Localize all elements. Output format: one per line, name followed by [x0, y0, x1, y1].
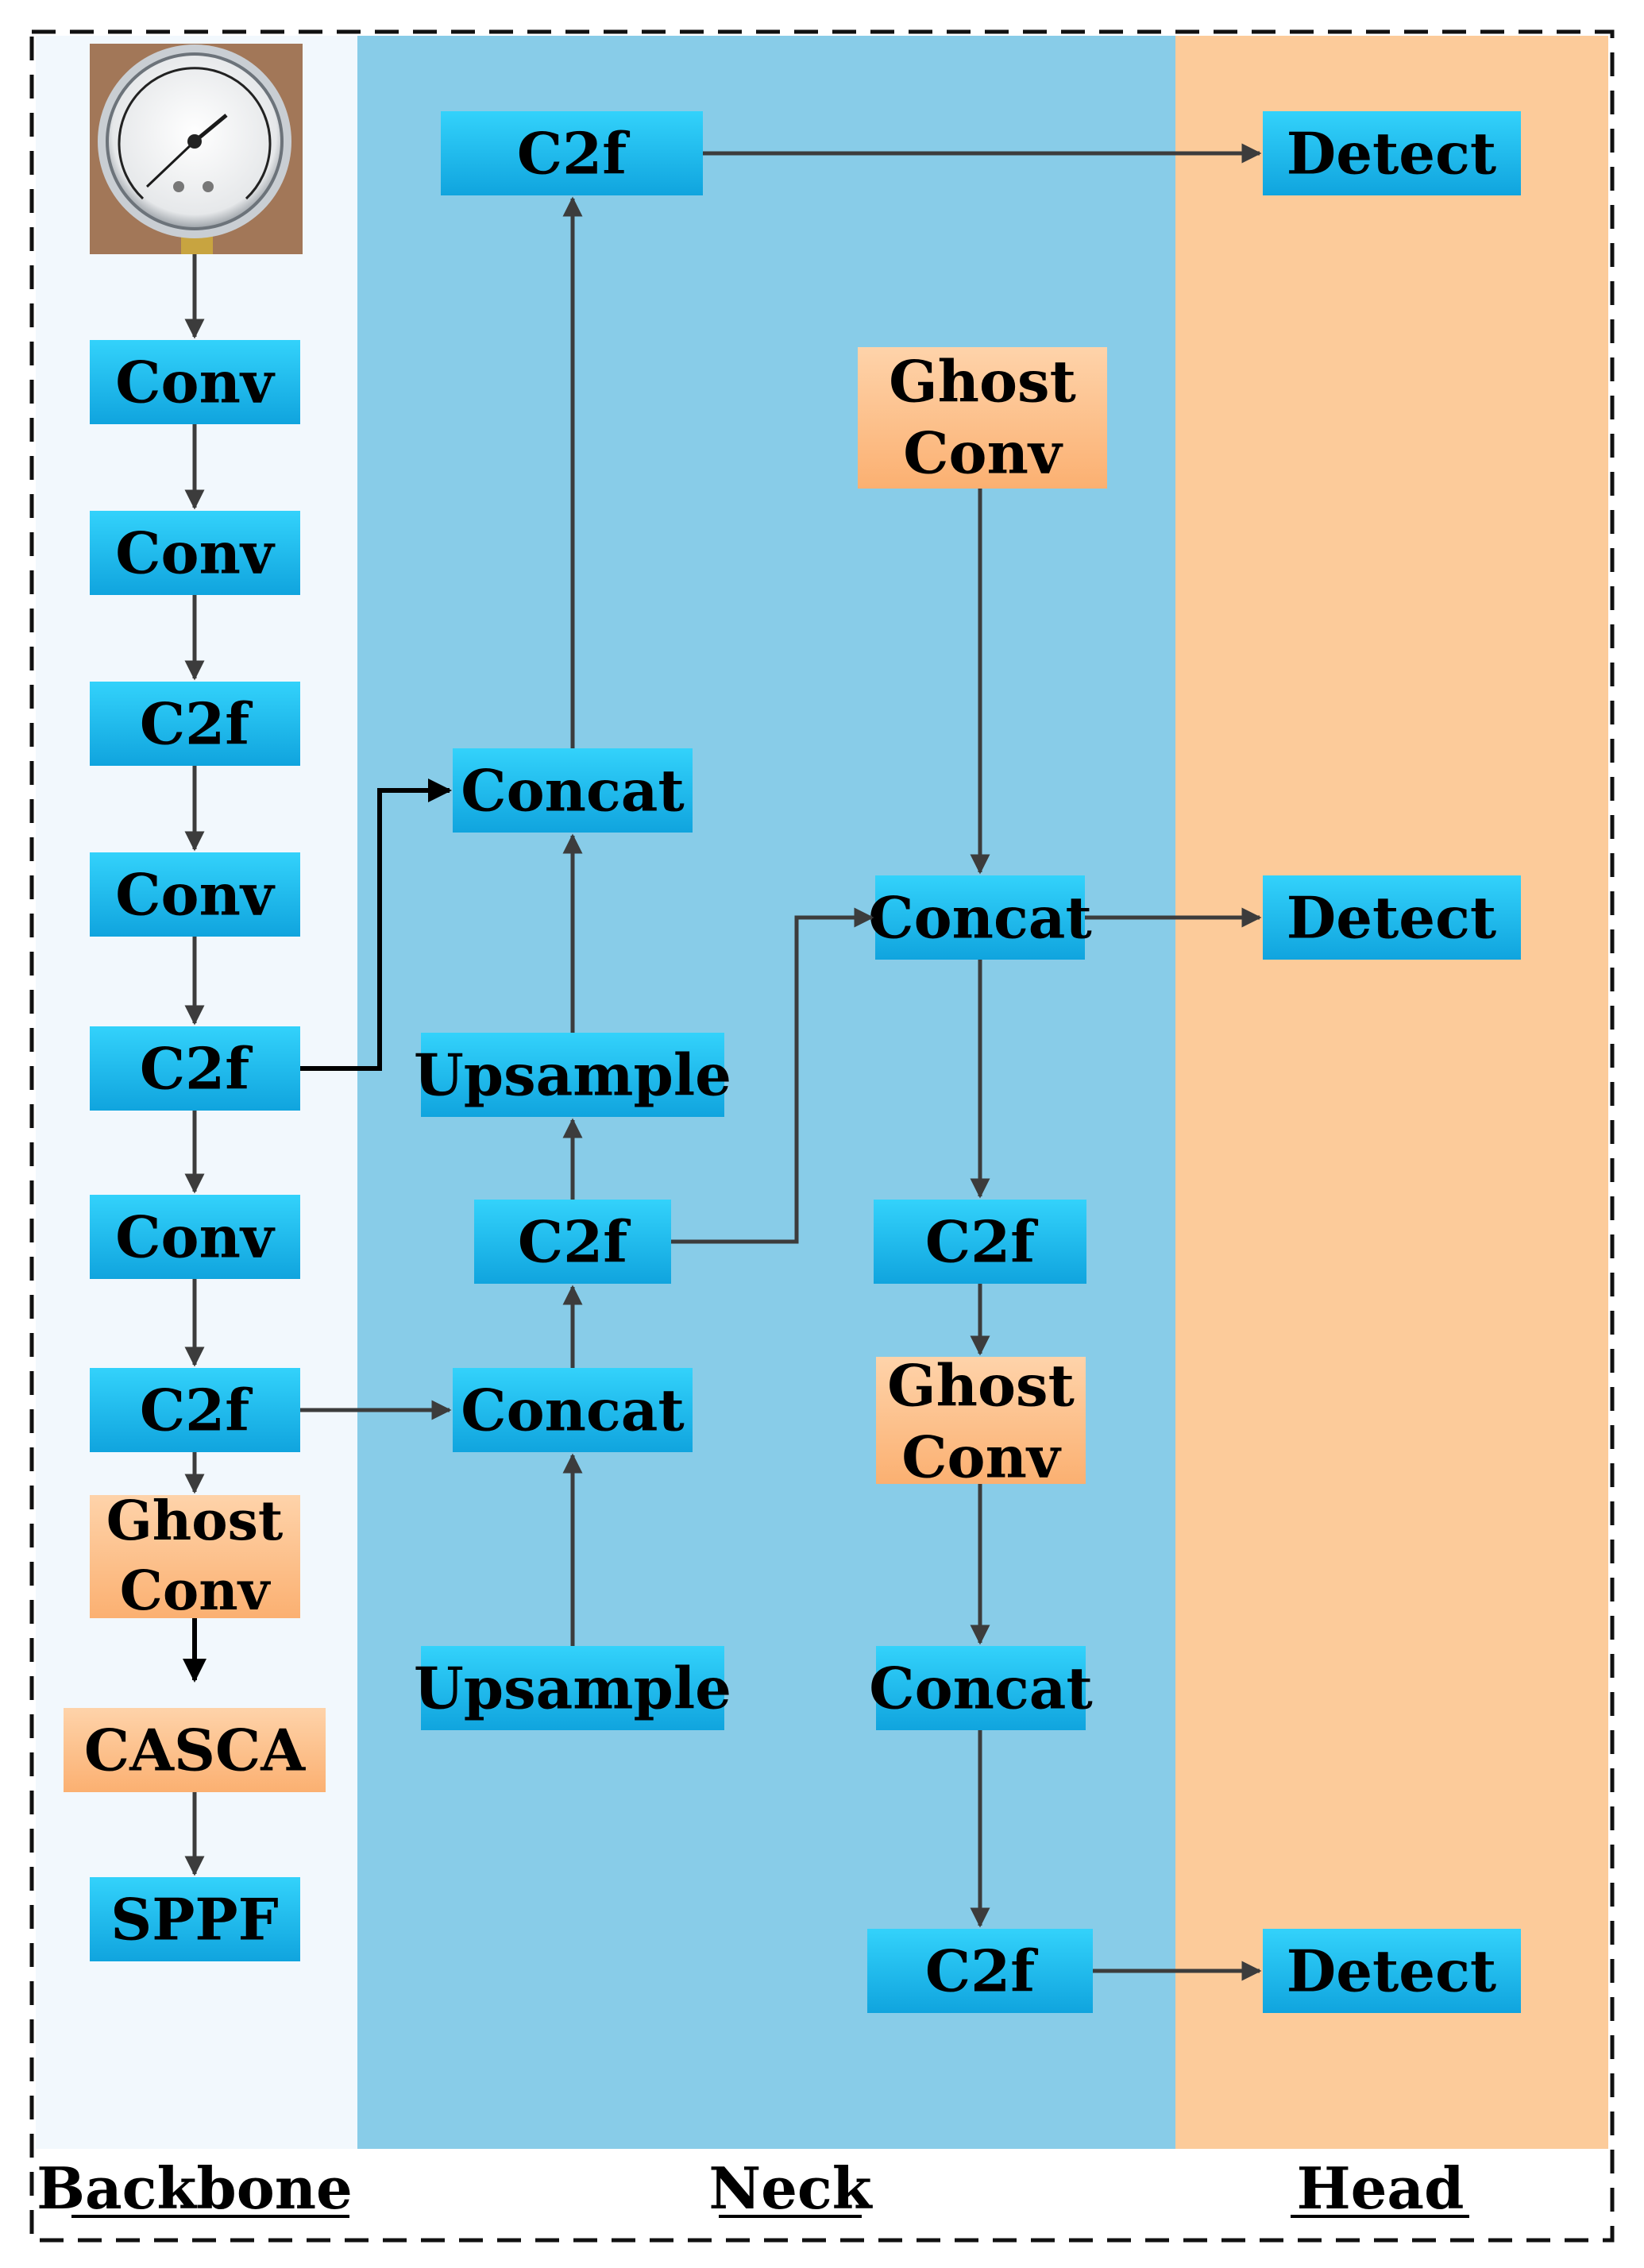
neck-ghost-conv-top: Ghost Conv	[858, 347, 1107, 489]
backbone-block-1: Conv	[90, 340, 300, 424]
backbone-block-4: Conv	[90, 852, 300, 937]
backbone-ghost-conv-line-2: Conv	[120, 1559, 272, 1623]
neck-concat-right-lower: Concat	[869, 1646, 1093, 1730]
backbone-block-5-label: C2f	[140, 1035, 253, 1103]
neck-ghost-conv-top-line-1: Ghost	[889, 348, 1076, 415]
neck-upsample-lower-label: Upsample	[414, 1655, 731, 1722]
neck-section-label: Neck	[708, 2154, 873, 2222]
neck-c2f-right-bottom-label: C2f	[925, 1938, 1038, 2005]
arrow-c2f-middle-to-concat-right	[671, 907, 874, 1244]
backbone-casca: CASCA	[64, 1708, 326, 1792]
backbone-ghost-conv-line-1: Ghost	[106, 1489, 284, 1553]
head-detect-3-label: Detect	[1287, 1938, 1496, 2005]
head-detect-3: Detect	[1263, 1929, 1521, 2013]
neck-concat-lower-label: Concat	[461, 1377, 684, 1444]
neck-upsample-lower: Upsample	[414, 1646, 731, 1730]
neck-c2f-top-label: C2f	[517, 120, 630, 187]
backbone-block-3-label: C2f	[140, 690, 253, 758]
backbone-block-7-label: C2f	[140, 1377, 253, 1444]
backbone-block-3: C2f	[90, 682, 300, 766]
arrow-backbone-c2f-to-concat-upper	[300, 779, 452, 1071]
backbone-casca-label: CASCA	[84, 1717, 306, 1784]
backbone-ghost-conv: Ghost Conv	[90, 1489, 300, 1623]
neck-c2f-right-middle: C2f	[874, 1200, 1086, 1284]
neck-ghost-conv-mid: Ghost Conv	[876, 1352, 1086, 1491]
backbone-section-label: Backbone	[37, 2154, 353, 2222]
backbone-sppf: SPPF	[90, 1877, 300, 1961]
neck-concat-upper-label: Concat	[461, 757, 684, 825]
connectors	[183, 143, 1262, 1981]
backbone-block-1-label: Conv	[115, 349, 276, 416]
head-detect-1-label: Detect	[1287, 120, 1496, 187]
outer-dashed-border	[29, 29, 1615, 2243]
head-detect-2: Detect	[1263, 875, 1521, 960]
backbone-block-6-label: Conv	[115, 1204, 276, 1271]
neck-concat-right-upper: Concat	[868, 875, 1092, 960]
neck-concat-upper: Concat	[453, 748, 693, 833]
backbone-block-2: Conv	[90, 511, 300, 595]
neck-concat-right-lower-label: Concat	[869, 1655, 1092, 1722]
head-detect-2-label: Detect	[1287, 884, 1496, 952]
neck-c2f-top: C2f	[441, 111, 703, 195]
backbone-block-4-label: Conv	[115, 861, 276, 929]
head-detect-1: Detect	[1263, 111, 1521, 195]
backbone-block-7: C2f	[90, 1368, 300, 1452]
backbone-block-2-label: Conv	[115, 520, 276, 587]
neck-c2f-middle-label: C2f	[518, 1208, 631, 1276]
pressure-gauge-icon	[90, 44, 303, 254]
head-section-label: Head	[1291, 2154, 1469, 2222]
neck-upsample-upper-label: Upsample	[414, 1041, 731, 1109]
backbone-label: Backbone	[37, 2154, 353, 2222]
neck-c2f-right-middle-label: C2f	[925, 1208, 1038, 1276]
backbone-sppf-label: SPPF	[110, 1886, 278, 1953]
neck-upsample-upper: Upsample	[414, 1033, 731, 1117]
neck-ghost-conv-mid-line-1: Ghost	[887, 1352, 1075, 1420]
neck-ghost-conv-top-line-2: Conv	[903, 419, 1063, 487]
neck-label: Neck	[708, 2154, 873, 2222]
neck-ghost-conv-mid-line-2: Conv	[901, 1424, 1062, 1491]
neck-c2f-middle: C2f	[474, 1200, 671, 1284]
head-region	[1175, 36, 1608, 2149]
neck-concat-right-upper-label: Concat	[868, 884, 1091, 952]
neck-concat-lower: Concat	[453, 1368, 693, 1452]
head-label: Head	[1297, 2154, 1465, 2222]
neck-c2f-right-bottom: C2f	[867, 1929, 1093, 2013]
backbone-block-5: C2f	[90, 1026, 300, 1111]
backbone-block-6: Conv	[90, 1195, 300, 1279]
